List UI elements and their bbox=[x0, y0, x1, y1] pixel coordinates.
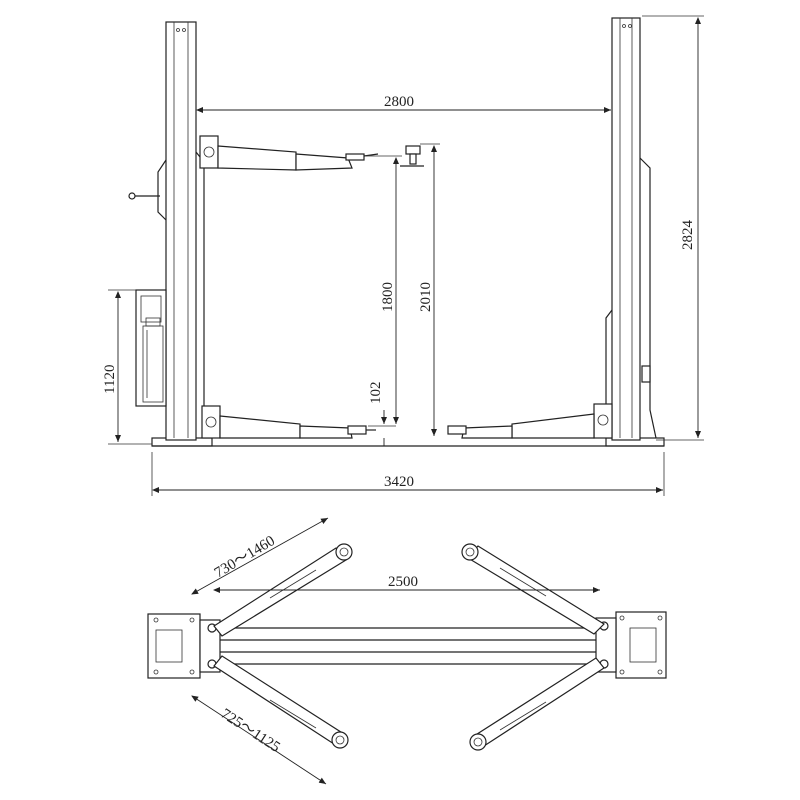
arm-lower-left-plan bbox=[213, 655, 349, 749]
dim-column-spacing: 2800 bbox=[196, 94, 611, 113]
dim-arm-short-range-label: 725～1125 bbox=[218, 706, 283, 756]
front-elevation: 2800 2824 1800 2010 102 bbox=[102, 15, 704, 496]
arm-lower-right-plan bbox=[469, 657, 605, 751]
lower-right-lift-arm bbox=[447, 403, 613, 439]
dim-base-width: 3420 bbox=[152, 474, 663, 493]
dim-inner-width-label: 2500 bbox=[388, 574, 418, 590]
dim-pad-height-label: 102 bbox=[368, 382, 384, 405]
dim-pad-height: 102 bbox=[368, 382, 396, 446]
dim-total-lift-height-label: 2010 bbox=[418, 282, 434, 312]
dim-column-height-label: 2824 bbox=[680, 220, 696, 251]
lower-left-lift-arm bbox=[201, 405, 376, 439]
left-column bbox=[128, 21, 205, 441]
plan-view: 730～1460 725～1125 2500 bbox=[147, 517, 667, 785]
dim-column-spacing-label: 2800 bbox=[384, 94, 414, 110]
right-column bbox=[605, 17, 657, 441]
arm-upper-right-plan bbox=[461, 543, 605, 635]
dim-total-lift-height: 2010 bbox=[418, 143, 440, 436]
dim-inner-width: 2500 bbox=[213, 574, 600, 593]
floor-plate-plan bbox=[220, 627, 596, 665]
left-base-plate-plan bbox=[147, 613, 221, 679]
dim-lift-height-label: 1800 bbox=[380, 282, 396, 312]
power-unit bbox=[135, 289, 167, 407]
dim-base-width-label: 3420 bbox=[384, 474, 414, 490]
dim-arm-long-range-label: 730～1460 bbox=[212, 533, 278, 581]
dim-lift-height: 1800 bbox=[366, 155, 402, 424]
dim-power-unit-height: 1120 bbox=[102, 289, 152, 445]
dim-power-unit-height-label: 1120 bbox=[102, 365, 118, 394]
right-base-plate-plan bbox=[595, 611, 667, 679]
dim-column-height: 2824 bbox=[642, 15, 704, 441]
upper-lift-arm bbox=[199, 135, 424, 171]
